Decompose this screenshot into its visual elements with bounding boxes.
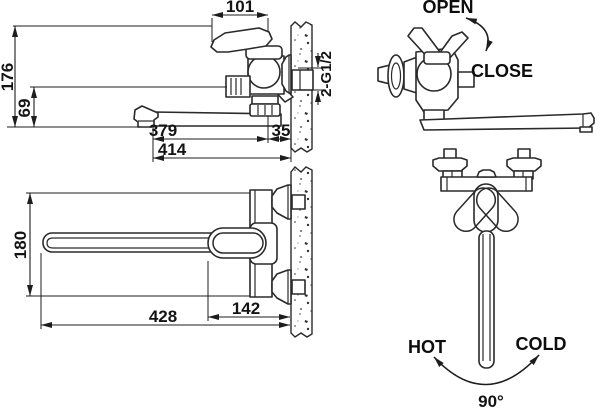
dim-176-label: 176 <box>0 63 17 91</box>
diverter-knob <box>225 75 251 98</box>
spout-perspective <box>419 112 595 131</box>
handle-position-right <box>453 187 497 233</box>
dim-379-label: 379 <box>149 121 177 140</box>
swivel-arc-arrow <box>433 354 540 386</box>
dim-35-label: 35 <box>272 121 291 140</box>
plan-view: 180 142 428 <box>11 184 306 329</box>
lever-handle-side <box>210 27 273 53</box>
lever-handle-plan <box>207 227 267 259</box>
dim-142-label: 142 <box>232 299 260 318</box>
dim-69-label: 69 <box>15 99 34 118</box>
open-close-arrow <box>465 17 493 52</box>
escutcheon-side <box>281 54 292 94</box>
operation-view: OPEN CLOSE <box>377 0 595 133</box>
outlet-connector <box>251 95 279 105</box>
spout-tip <box>133 105 159 128</box>
dim-101-label: 101 <box>226 0 254 16</box>
bottom-eccentric-flange <box>271 269 292 305</box>
top-eccentric-flange <box>271 184 292 220</box>
g12-nipple <box>291 69 314 91</box>
front-view: HOT COLD 90° <box>408 148 567 409</box>
bottom-wall-nut <box>291 279 306 295</box>
dim-180-label: 180 <box>11 231 30 259</box>
hot-label: HOT <box>408 337 446 357</box>
left-escutcheon-front <box>432 157 468 172</box>
open-label: OPEN <box>422 0 473 17</box>
dim-414-label: 414 <box>158 140 187 159</box>
thread-size-label: 2-G1/2 <box>318 51 335 97</box>
cartridge-dome <box>247 55 281 89</box>
aerator <box>579 126 593 133</box>
cold-label: COLD <box>516 334 567 354</box>
diverter-stub <box>457 71 475 88</box>
right-escutcheon-front <box>506 157 542 172</box>
handle-position-left <box>475 187 519 233</box>
cartridge-top <box>476 169 497 178</box>
angle-90-label: 90° <box>478 392 504 409</box>
close-label: CLOSE <box>471 61 533 81</box>
dim-428-label: 428 <box>149 307 177 326</box>
spout-front <box>478 230 495 369</box>
top-wall-nut <box>291 194 306 210</box>
escutcheon-perspective <box>387 54 405 98</box>
side-view: 2-G1/2 101 176 69 379 35 414 <box>0 0 335 162</box>
wall-section-plan-view <box>290 166 313 338</box>
handle-cap <box>423 51 451 65</box>
